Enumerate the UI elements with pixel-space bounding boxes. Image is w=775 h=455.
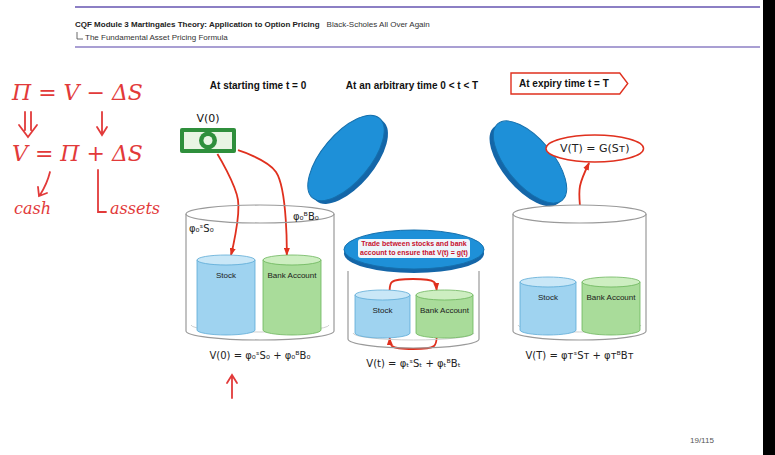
- handwritten-note: cash: [14, 199, 51, 218]
- jar-lid: [294, 103, 401, 217]
- node-outline: [263, 255, 321, 335]
- account-label: Bank Account: [419, 306, 470, 316]
- cylinder-top: [263, 255, 321, 265]
- highlight-outline: [511, 73, 628, 94]
- banknote-icon: [180, 128, 236, 153]
- header-rule: [75, 6, 760, 8]
- jar-body: [513, 214, 646, 340]
- slide-header: CQF Module 3 Martingales Theory: Applica…: [75, 20, 320, 29]
- lid-top: [344, 230, 484, 269]
- account-cylinder: Stock: [355, 290, 410, 338]
- cylinder-body: [520, 282, 576, 335]
- page-number: 19/115: [690, 436, 714, 445]
- jar-body: [348, 271, 479, 348]
- payoff-formula: V(T) = G(Sᴛ): [560, 142, 630, 155]
- section-bracket: [77, 32, 83, 39]
- circle-outline: [546, 135, 644, 162]
- hand-arrow: [227, 375, 237, 398]
- cylinder-top: [355, 290, 410, 300]
- jar-lid: [476, 109, 579, 218]
- jar-lid: Trade between stocks and bank account to…: [344, 230, 484, 269]
- cylinder-top: [582, 277, 640, 287]
- circled-formula: V(T) = G(Sᴛ): [545, 134, 645, 163]
- highlight-box: At expiry time t = T: [510, 72, 629, 95]
- lid-top: [480, 109, 580, 215]
- portfolio-formula: V(0) = φ₀ˢS₀ + φ₀ᴮB₀: [185, 350, 335, 361]
- jar-body: [186, 214, 334, 340]
- column-heading: At expiry time t = T: [519, 78, 609, 89]
- jar-rim: [513, 205, 646, 223]
- banknote-seal: [199, 132, 217, 150]
- account-label: Stock: [200, 271, 252, 281]
- cylinder-top: [520, 277, 576, 287]
- value-label: V(0): [178, 112, 238, 125]
- cylinder-body: [355, 295, 410, 338]
- handwritten-note: V = Π + ΔS: [12, 141, 143, 166]
- account-cylinder: Bank Account: [582, 277, 640, 335]
- cash-note: V(0): [178, 112, 238, 154]
- handwritten-note: Π = V − ΔS: [12, 80, 143, 105]
- holding-label: φ₀ᴮB₀: [293, 211, 319, 222]
- banknote: [180, 128, 236, 153]
- hand-arrow: [38, 172, 50, 196]
- flow-arrow: [579, 163, 589, 205]
- hand-bracket: [98, 170, 106, 212]
- account-cylinder: Stock: [520, 277, 576, 335]
- slide-header: The Fundamental Asset Pricing Formula: [85, 33, 228, 42]
- column-heading: At starting time t = 0: [210, 80, 306, 91]
- portfolio-jar: V(t) = φₜˢSₜ + φₜᴮBₜ Stock Bank Account: [347, 262, 480, 378]
- cylinder-body: [263, 260, 321, 335]
- holding-label: φ₀ˢS₀: [189, 223, 214, 234]
- account-label: Stock: [358, 306, 407, 316]
- header-rule: [75, 46, 760, 48]
- cylinder-body: [582, 282, 640, 335]
- banknote-seal: [204, 136, 213, 145]
- portfolio-jar: V(T) = φᴛˢSᴛ + φᴛᴮBᴛ Stock Bank Account: [512, 205, 647, 370]
- node-outline: [582, 277, 640, 335]
- lid-top: [294, 103, 398, 214]
- jar-rim: [186, 205, 334, 223]
- account-label: Bank Account: [266, 271, 318, 281]
- cylinder-top: [416, 290, 473, 300]
- node-outline: [197, 255, 255, 335]
- node-outline: [520, 277, 576, 335]
- flow-arrow: [238, 150, 287, 255]
- cylinder-body: [416, 295, 473, 338]
- cylinder-top: [197, 255, 255, 265]
- column-heading: At an arbitrary time 0 < t < T: [346, 80, 478, 91]
- hand-arrow: [97, 112, 107, 135]
- portfolio-formula: V(T) = φᴛˢSᴛ + φᴛᴮBᴛ: [512, 350, 647, 361]
- account-cylinder: Stock: [197, 255, 255, 335]
- flow-arrow: [217, 154, 238, 255]
- account-label: Bank Account: [585, 293, 637, 303]
- flow-arrow: [390, 279, 437, 290]
- account-label: Stock: [523, 293, 573, 303]
- portfolio-formula: V(t) = φₜˢSₜ + φₜᴮBₜ: [347, 358, 480, 369]
- lid-note: Trade between stocks and bank account to…: [358, 239, 470, 258]
- implies-arrow: [19, 112, 37, 137]
- handwritten-note: assets: [110, 199, 160, 218]
- account-cylinder: Bank Account: [263, 255, 321, 335]
- window-edge: [763, 0, 775, 455]
- cylinder-body: [197, 260, 255, 335]
- banknote-panel: [184, 132, 232, 149]
- account-cylinder: Bank Account: [416, 290, 473, 338]
- slide-header: Black-Scholes All Over Again: [327, 20, 430, 29]
